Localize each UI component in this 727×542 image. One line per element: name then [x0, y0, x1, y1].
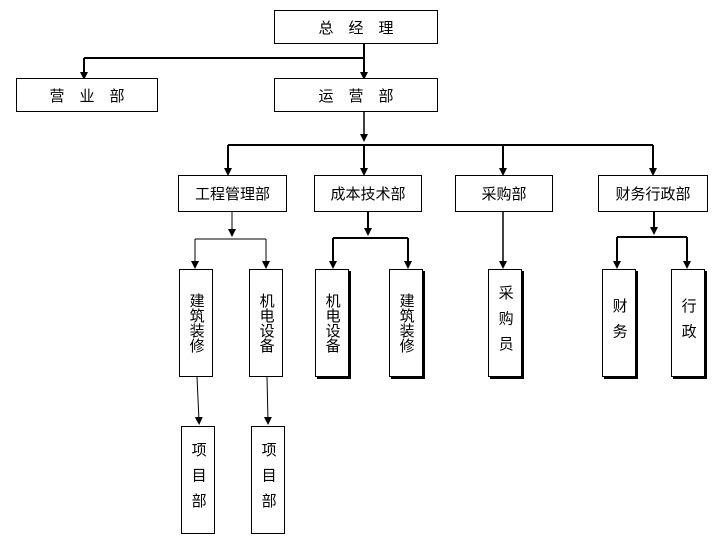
finance-admin-dept-label: 财务行政部	[615, 185, 691, 203]
engineering-dept-label: 工程管理部	[194, 185, 270, 203]
box-buyer: 采购员	[488, 269, 522, 377]
box-general-manager: 总 经 理	[274, 10, 438, 44]
project-dept-1-label: 项目部	[189, 441, 208, 519]
box-finance-admin-dept: 财务行政部	[598, 175, 708, 212]
box-purchasing-dept: 采购部	[455, 175, 553, 212]
box-cost-building-decoration: 建筑装修	[389, 269, 423, 377]
project-dept-2-label: 项目部	[259, 441, 278, 519]
box-sales-dept: 营 业 部	[16, 78, 158, 112]
box-project-dept-2: 项目部	[251, 426, 285, 534]
cost-building-decoration-label: 建筑装修	[397, 293, 416, 353]
cost-mep-equipment-label: 机电设备	[323, 293, 342, 353]
box-engineering-dept: 工程管理部	[178, 175, 287, 212]
eng-building-decoration-label: 建筑装修	[187, 293, 206, 353]
box-operations-dept: 运 营 部	[274, 78, 438, 112]
finance-label: 财务	[610, 297, 629, 349]
general-manager-label: 总 经 理	[318, 18, 394, 37]
sales-dept-label: 营 业 部	[49, 86, 125, 105]
operations-dept-label: 运 营 部	[318, 86, 394, 105]
box-cost-mep-equipment: 机电设备	[315, 269, 349, 377]
eng-mep-equipment-label: 机电设备	[257, 293, 276, 353]
box-project-dept-1: 项目部	[181, 426, 215, 534]
cost-tech-dept-label: 成本技术部	[330, 185, 406, 203]
box-eng-building-decoration: 建筑装修	[179, 269, 213, 377]
box-eng-mep-equipment: 机电设备	[249, 269, 283, 377]
box-cost-tech-dept: 成本技术部	[314, 175, 422, 212]
box-administration: 行政	[671, 269, 705, 377]
box-finance: 财务	[602, 269, 636, 377]
arrow-to-proj1	[194, 376, 203, 425]
arrow-to-proj2	[263, 376, 272, 425]
buyer-label: 采购员	[496, 284, 515, 362]
purchasing-dept-label: 采购部	[481, 185, 527, 203]
administration-label: 行政	[679, 297, 698, 349]
